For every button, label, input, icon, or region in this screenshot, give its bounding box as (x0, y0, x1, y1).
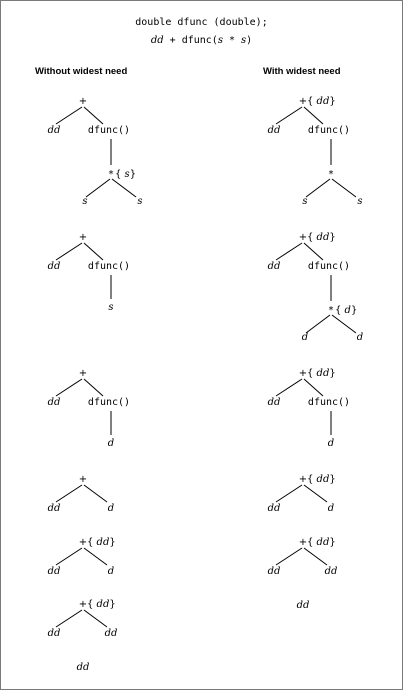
right-tree-2-edge-inner-right (331, 314, 357, 334)
right-tree-1-edge-inner-left (305, 178, 331, 198)
left-tree-3-left-leaf: dd (48, 397, 61, 408)
right-tree-2-edge-right (303, 242, 324, 261)
left-tree-1-inner-left-leaf: s (82, 196, 87, 207)
expr-s2: s (241, 35, 247, 46)
right-tree-1-edge-right (303, 106, 324, 125)
left-tree-2-function-node: dfunc() (88, 261, 130, 272)
right-tree-2-left-leaf: dd (268, 261, 281, 272)
right-tree-1-inner-right-leaf: s (357, 196, 362, 207)
right-tree-5-root-operator: + (299, 537, 307, 548)
left-tree-1-left-leaf: dd (48, 125, 61, 136)
expr-times: * (222, 35, 242, 46)
right-tree-2-inner-annotation: { d} (335, 305, 357, 316)
left-tree-4-right-leaf: d (108, 503, 114, 514)
right-tree-3-func-child: d (328, 438, 334, 449)
right-tree-4-root-operator: + (299, 474, 307, 485)
left-tree-6-edge-right (83, 609, 108, 628)
left-tree-1-inner-operator: * (109, 169, 114, 180)
right-tree-2-root-annotation: { dd} (307, 232, 336, 243)
left-tree-5-right-leaf: d (108, 566, 114, 577)
left-tree-2-func-child: s (108, 302, 113, 313)
left-tree-5-root-annotation: { dd} (87, 537, 116, 548)
left-tree-1-edge-inner-right (111, 178, 137, 198)
right-tree-1-inner-operator: * (329, 169, 334, 180)
left-tree-6-left-leaf: dd (48, 628, 61, 639)
left-tree-4-left-leaf: dd (48, 503, 61, 514)
right-tree-4-root-annotation: { dd} (307, 474, 336, 485)
right-tree-3-function-node: dfunc() (308, 397, 350, 408)
left-tree-6-root-annotation: { dd} (87, 599, 116, 610)
left-tree-2-left-leaf: dd (48, 261, 61, 272)
expr-close: ) (246, 35, 253, 46)
right-tree-4-edge-left (275, 484, 303, 503)
right-tree-2-function-node: dfunc() (308, 261, 350, 272)
left-tree-1-root-operator: + (79, 96, 87, 107)
left-tree-3-edge-left (55, 378, 83, 397)
left-tree-1-inner-annotation: { s} (115, 169, 136, 180)
right-tree-2-root-operator: + (299, 232, 307, 243)
right-tree-2-edge-left (275, 242, 303, 261)
left-tree-2-root-operator: + (79, 232, 87, 243)
expr-dd: dd (150, 35, 164, 46)
left-tree-2-edge-right (83, 242, 104, 261)
left-tree-6-edge-left (55, 609, 83, 628)
left-tree-4-edge-right (83, 484, 108, 503)
left-tree-5-edge-right (83, 547, 108, 566)
expression: dd + dfunc(s * s) (0, 35, 403, 46)
right-tree-4-right-leaf: d (328, 503, 334, 514)
right-result: dd (297, 600, 310, 611)
expr-call: dfunc( (181, 35, 218, 46)
expr-plus: + (163, 35, 182, 46)
left-tree-5-edge-left (55, 547, 83, 566)
right-tree-4-edge-right (303, 484, 328, 503)
right-tree-1-function-node: dfunc() (308, 125, 350, 136)
right-tree-2-inner-right-leaf: d (357, 332, 363, 343)
left-tree-3-root-operator: + (79, 368, 87, 379)
function-declaration: double dfunc (double); (135, 17, 268, 28)
left-tree-1-edge-left (55, 106, 83, 125)
right-tree-5-root-annotation: { dd} (307, 537, 336, 548)
right-tree-1-root-operator: + (299, 96, 307, 107)
right-column-title: With widest need (263, 66, 341, 77)
left-tree-1-edge-inner-left (85, 178, 111, 198)
right-tree-3-edge-left (275, 378, 303, 397)
left-tree-1-inner-right-leaf: s (137, 196, 142, 207)
right-tree-2-edge-inner-left (305, 314, 331, 334)
right-tree-5-right-leaf: dd (325, 566, 338, 577)
right-tree-3-root-operator: + (299, 368, 307, 379)
right-tree-1-inner-left-leaf: s (302, 196, 307, 207)
left-tree-1-function-node: dfunc() (88, 125, 130, 136)
right-tree-5-left-leaf: dd (268, 566, 281, 577)
right-tree-5-edge-right (303, 547, 328, 566)
left-tree-5-root-operator: + (79, 537, 87, 548)
left-tree-3-edge-right (83, 378, 104, 397)
left-column-title: Without widest need (35, 66, 128, 77)
right-tree-1-edge-inner-right (331, 178, 357, 198)
right-tree-1-edge-left (275, 106, 303, 125)
left-tree-6-root-operator: + (79, 599, 87, 610)
right-tree-3-left-leaf: dd (268, 397, 281, 408)
right-tree-4-left-leaf: dd (268, 503, 281, 514)
left-tree-6-right-leaf: dd (105, 628, 118, 639)
right-tree-1-left-leaf: dd (268, 125, 281, 136)
right-tree-3-root-annotation: { dd} (307, 368, 336, 379)
left-result: dd (77, 662, 90, 673)
right-tree-5-edge-left (275, 547, 303, 566)
right-tree-2-inner-left-leaf: d (302, 332, 308, 343)
left-tree-1-edge-right (83, 106, 104, 125)
right-tree-3-edge-right (303, 378, 324, 397)
left-tree-4-edge-left (55, 484, 83, 503)
left-tree-4-root-operator: + (79, 474, 87, 485)
left-tree-3-function-node: dfunc() (88, 397, 130, 408)
right-tree-2-inner-operator: * (329, 305, 334, 316)
left-tree-2-edge-left (55, 242, 83, 261)
left-tree-5-left-leaf: dd (48, 566, 61, 577)
right-tree-1-root-annotation: { dd} (307, 96, 336, 107)
expr-s1: s (217, 35, 223, 46)
left-tree-3-func-child: d (108, 438, 114, 449)
